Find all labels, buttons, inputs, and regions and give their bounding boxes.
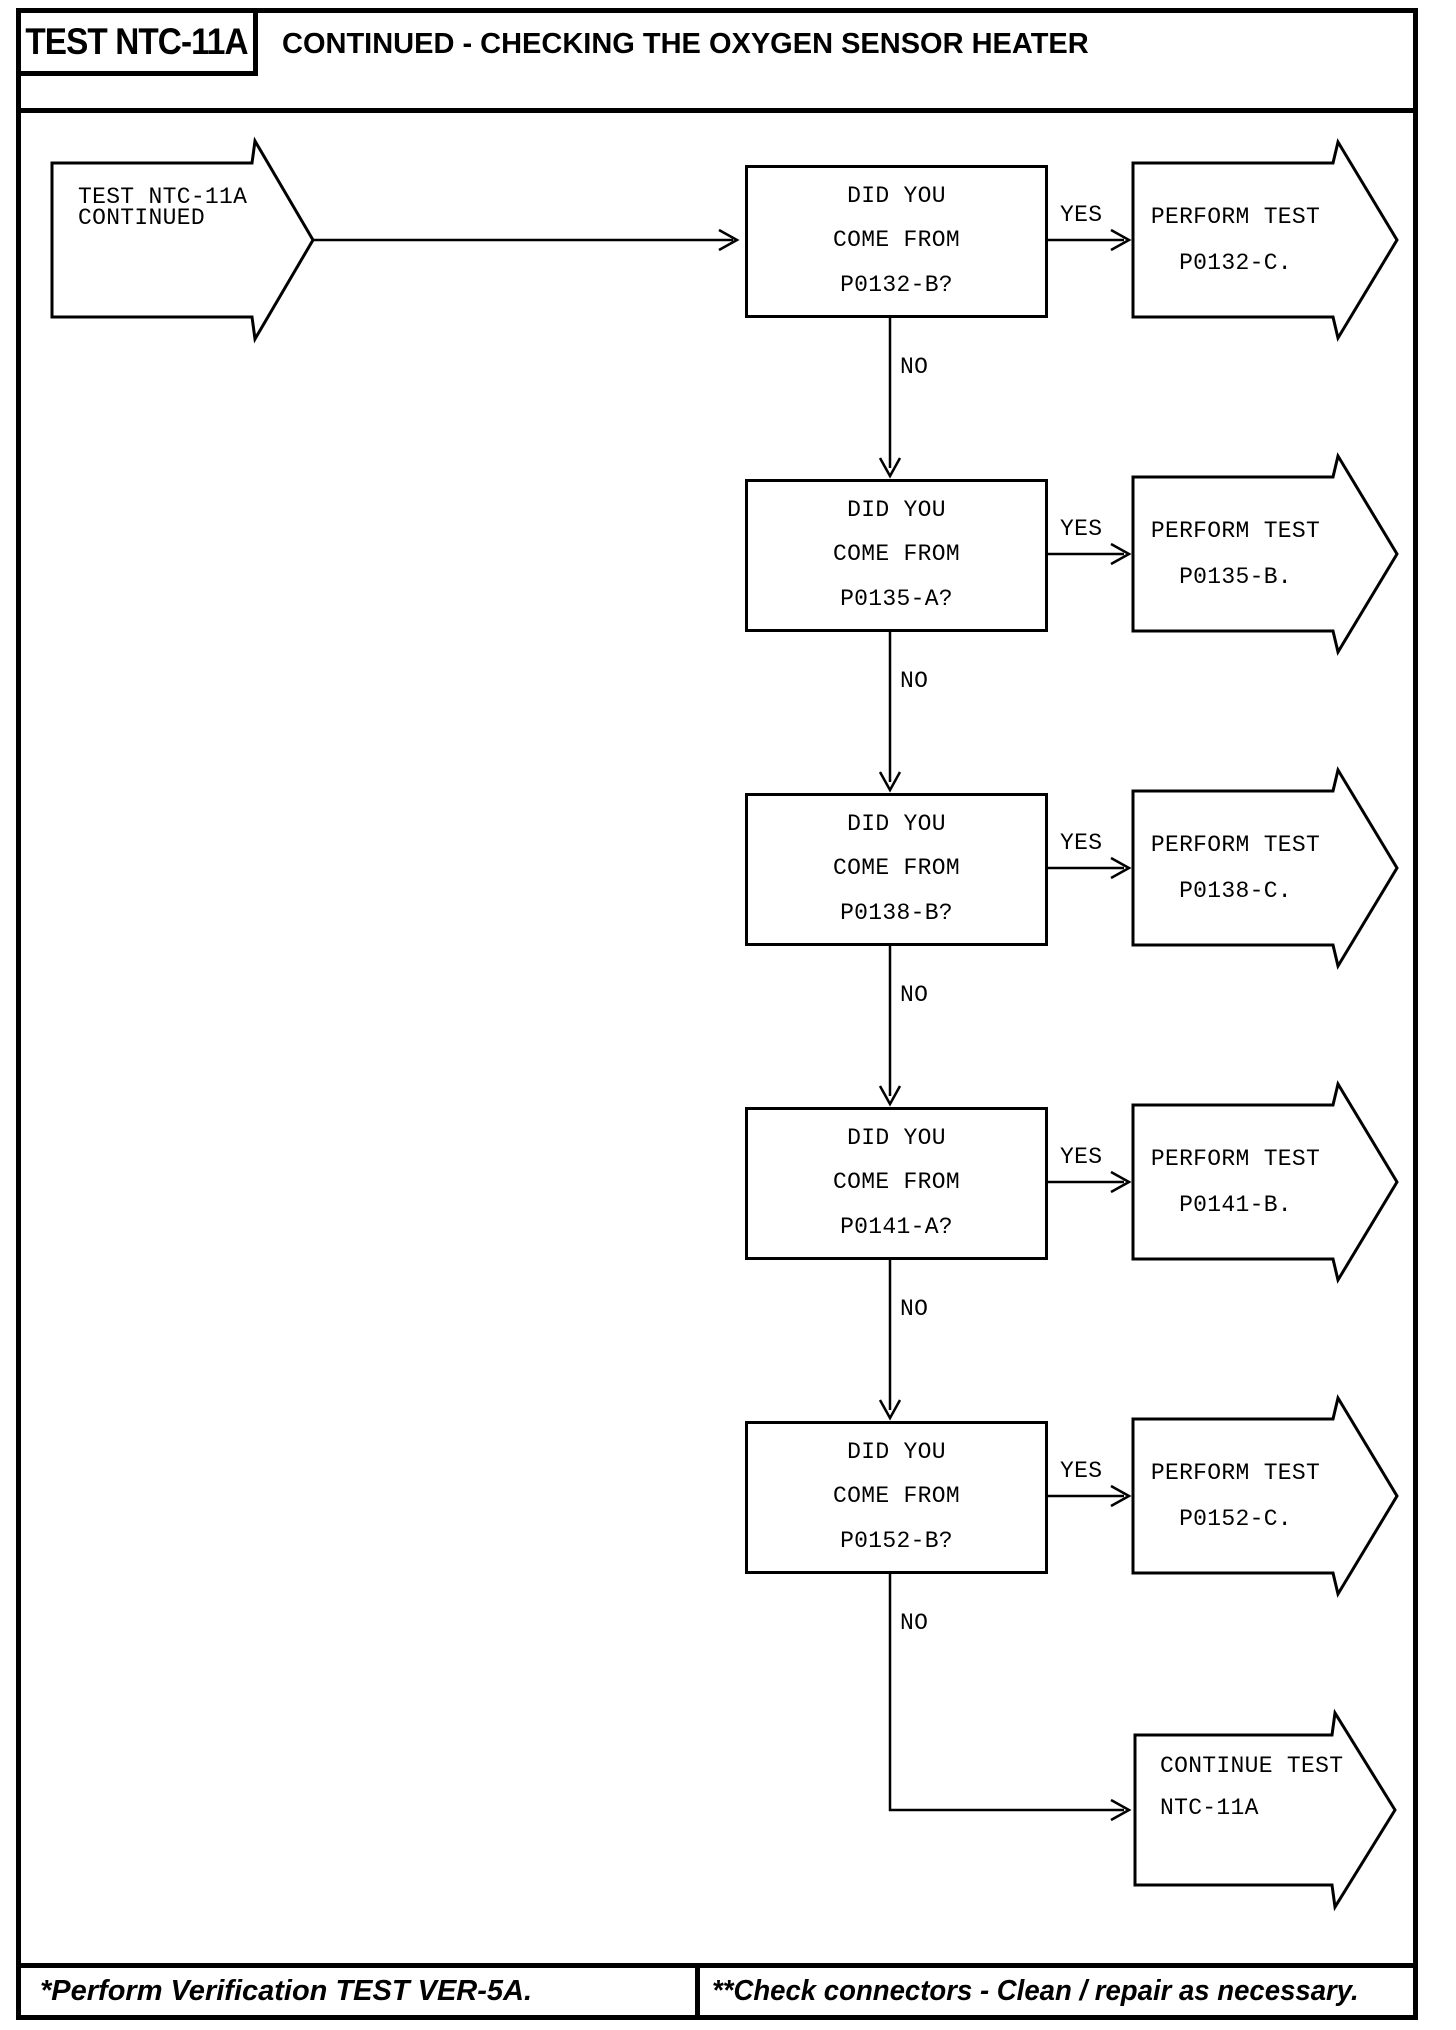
perform-action-line: PERFORM TEST (1150, 832, 1321, 858)
continue-banner-line1: CONTINUE TEST (1160, 1753, 1344, 1779)
decision-question-line: DID YOU (847, 1439, 946, 1465)
footer-separator-line (16, 1963, 1418, 1968)
no-label-1: NO (900, 354, 929, 380)
decision-box-3: DID YOU COME FROM P0138-B? (745, 793, 1048, 946)
decision-question-line: COME FROM (833, 855, 960, 881)
perform-action-line: PERFORM TEST (1150, 1146, 1321, 1172)
perform-arrow-2: PERFORM TEST P0135-B. (1133, 477, 1338, 631)
perform-arrow-3: PERFORM TEST P0138-C. (1133, 791, 1338, 945)
decision-box-2: DID YOU COME FROM P0135-A? (745, 479, 1048, 632)
yes-label-5: YES (1060, 1458, 1103, 1484)
decision-question-line: COME FROM (833, 1483, 960, 1509)
footer-divider (695, 1963, 700, 2015)
no-label-2: NO (900, 668, 929, 694)
yes-label-3: YES (1060, 830, 1103, 856)
decision-question-line: DID YOU (847, 811, 946, 837)
decision-question-line: COME FROM (833, 541, 960, 567)
perform-arrow-1: PERFORM TEST P0132-C. (1133, 163, 1338, 317)
perform-action-line: P0138-C. (1179, 878, 1292, 904)
yes-label-4: YES (1060, 1144, 1103, 1170)
continue-banner-line2: NTC-11A (1160, 1795, 1259, 1821)
test-id-box: TEST NTC-11A (16, 8, 258, 76)
decision-question-line: COME FROM (833, 227, 960, 253)
no-label-5: NO (900, 1610, 929, 1636)
yes-label-1: YES (1060, 202, 1103, 228)
page-border (16, 8, 1418, 2020)
no-label-4: NO (900, 1296, 929, 1322)
decision-question-line: P0138-B? (840, 900, 953, 926)
decision-box-4: DID YOU COME FROM P0141-A? (745, 1107, 1048, 1260)
yes-label-2: YES (1060, 516, 1103, 542)
perform-arrow-5: PERFORM TEST P0152-C. (1133, 1419, 1338, 1573)
perform-action-line: PERFORM TEST (1150, 518, 1321, 544)
perform-arrow-4: PERFORM TEST P0141-B. (1133, 1105, 1338, 1259)
decision-box-1: DID YOU COME FROM P0132-B? (745, 165, 1048, 318)
header-separator-line (16, 108, 1418, 113)
perform-action-line: P0152-C. (1179, 1506, 1292, 1532)
decision-question-line: P0141-A? (840, 1214, 953, 1240)
decision-question-line: COME FROM (833, 1169, 960, 1195)
test-id-label: TEST NTC-11A (25, 21, 249, 62)
decision-question-line: DID YOU (847, 183, 946, 209)
start-banner-line1: TEST NTC-11A (78, 184, 248, 210)
decision-question-line: DID YOU (847, 1125, 946, 1151)
decision-question-line: P0135-A? (840, 586, 953, 612)
decision-box-5: DID YOU COME FROM P0152-B? (745, 1421, 1048, 1574)
start-banner-line2: CONTINUED (78, 205, 205, 231)
perform-action-line: P0135-B. (1179, 564, 1292, 590)
footer-right-note: **Check connectors - Clean / repair as n… (712, 1975, 1359, 2007)
no-label-3: NO (900, 982, 929, 1008)
decision-question-line: DID YOU (847, 497, 946, 523)
perform-action-line: P0132-C. (1179, 250, 1292, 276)
decision-question-line: P0132-B? (840, 272, 953, 298)
perform-action-line: P0141-B. (1179, 1192, 1292, 1218)
page-title: CONTINUED - CHECKING THE OXYGEN SENSOR H… (282, 28, 1089, 60)
decision-question-line: P0152-B? (840, 1528, 953, 1554)
footer-left-note: *Perform Verification TEST VER-5A. (40, 1975, 533, 2007)
perform-action-line: PERFORM TEST (1150, 204, 1321, 230)
perform-action-line: PERFORM TEST (1150, 1460, 1321, 1486)
